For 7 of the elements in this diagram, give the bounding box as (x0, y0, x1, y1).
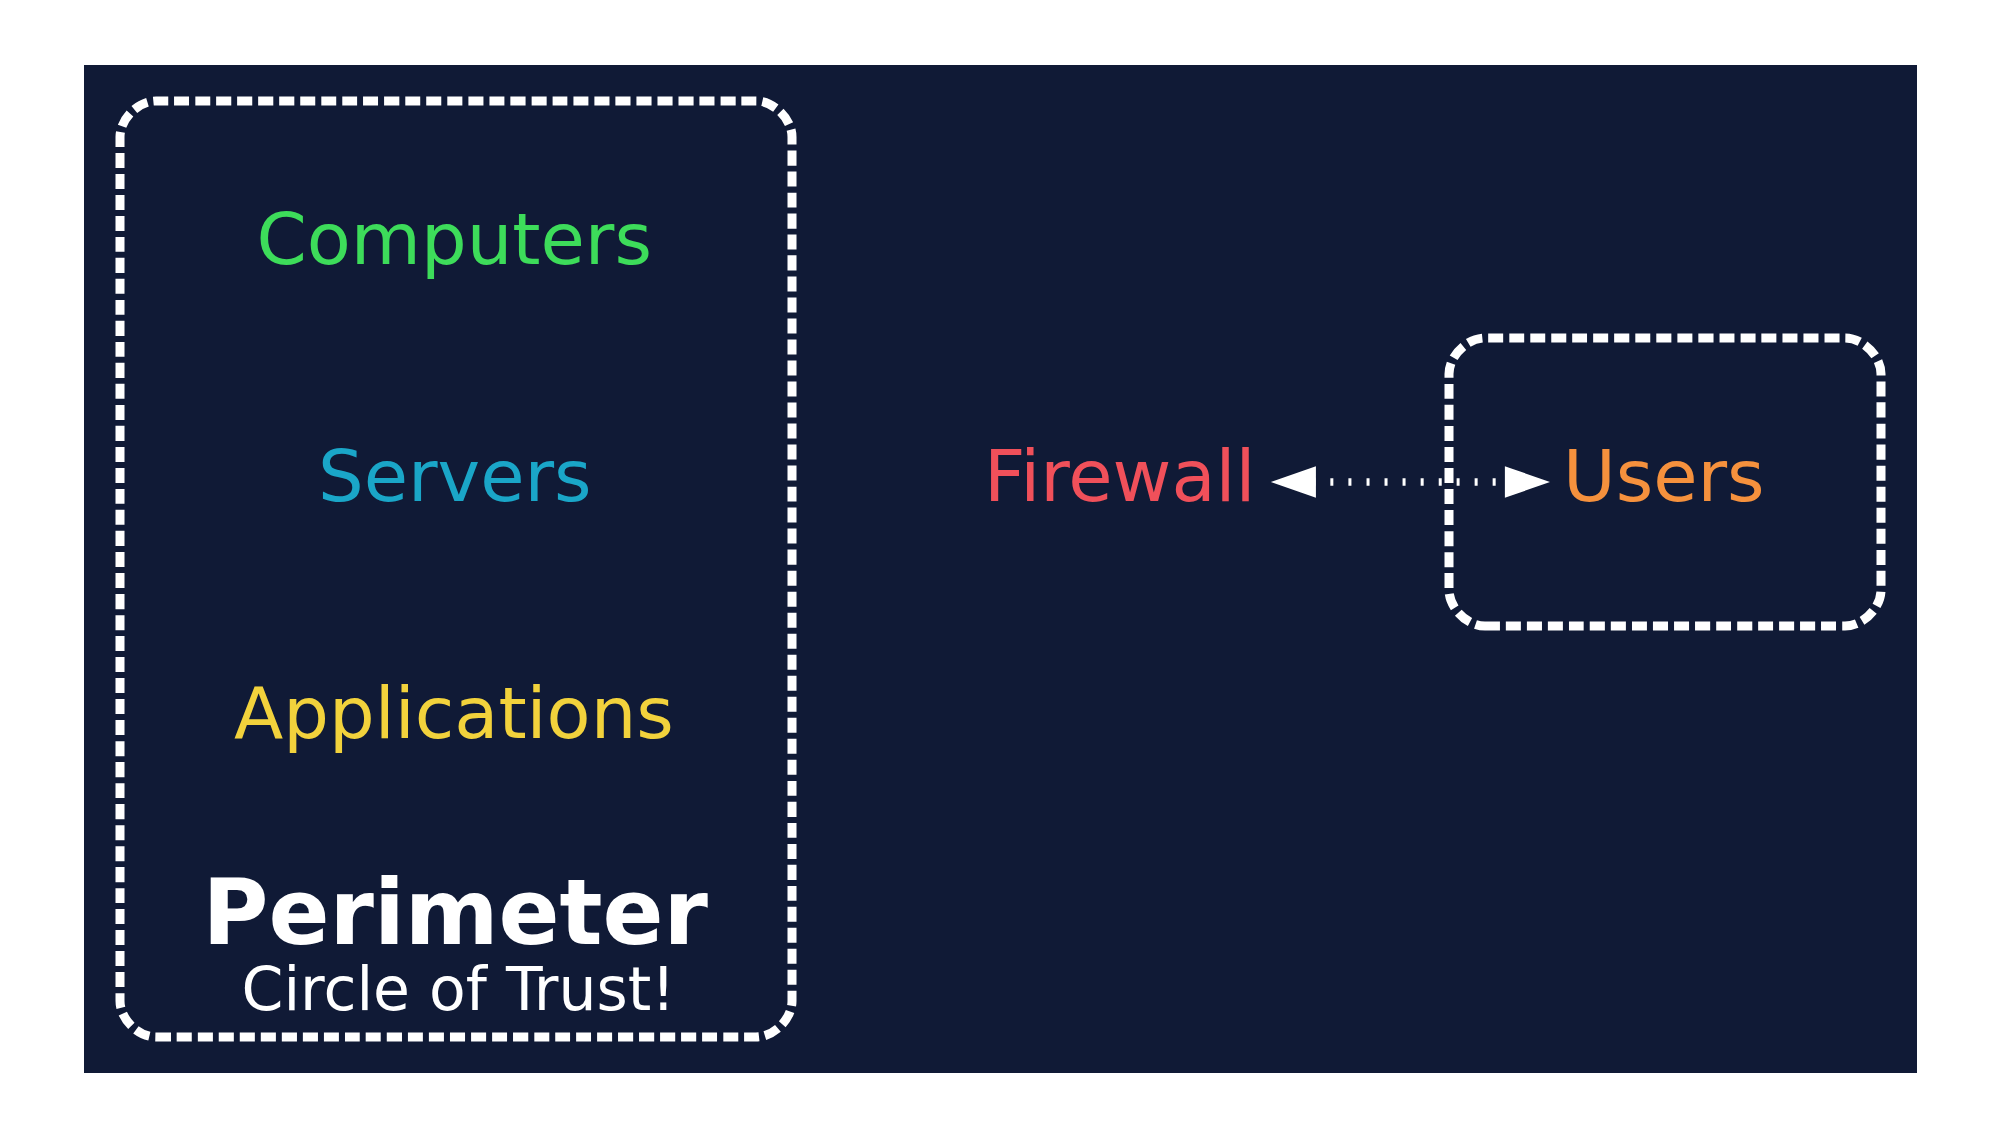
node-text: Applications (233, 670, 674, 755)
node-text: Users (1562, 433, 1765, 518)
node-text: Servers (317, 433, 592, 518)
cluster (1444, 333, 1885, 630)
arrow (1270, 465, 1550, 498)
node-text: Computers (256, 196, 652, 281)
node-text: Firewall (983, 433, 1256, 518)
